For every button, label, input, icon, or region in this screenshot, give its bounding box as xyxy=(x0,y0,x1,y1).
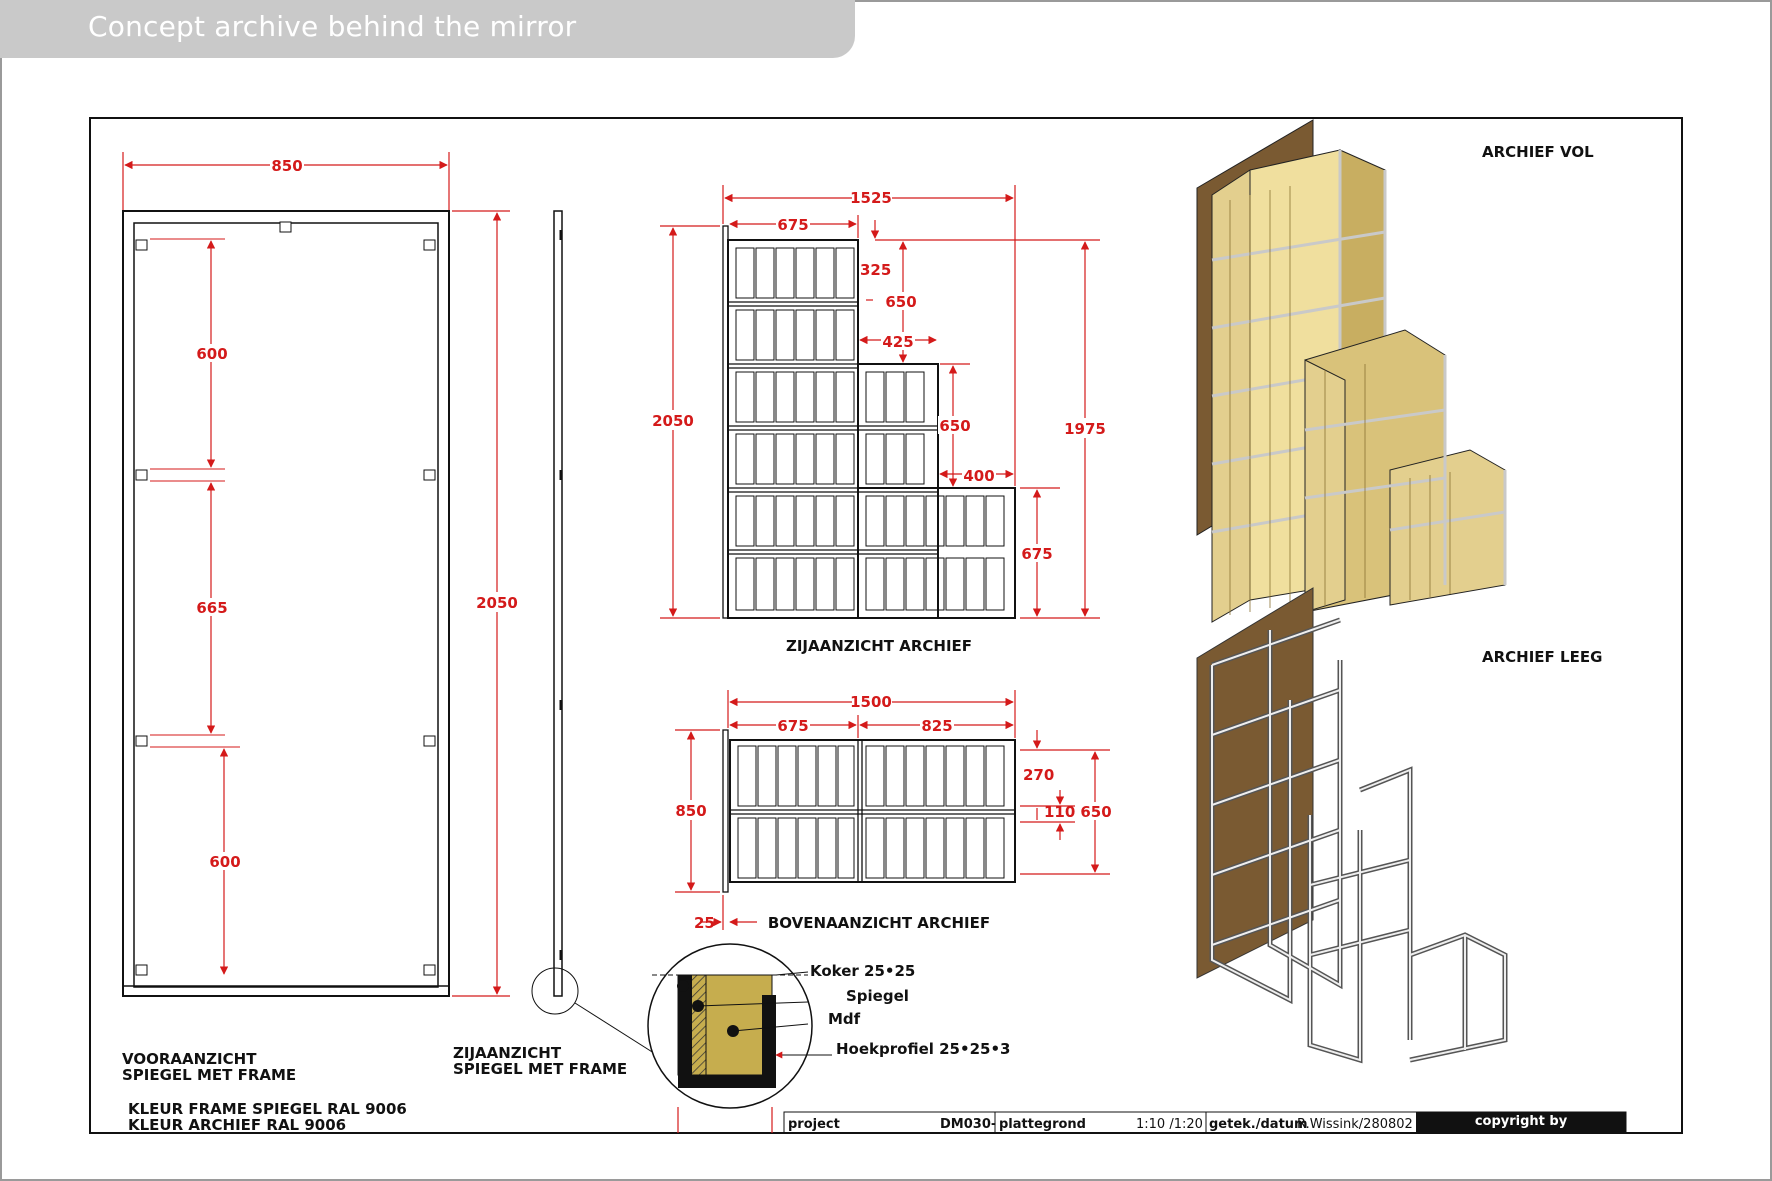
mirror-side-label-2: SPIEGEL MET FRAME xyxy=(453,1060,627,1078)
dim-archive-425: 425 xyxy=(882,333,913,351)
header-tab: Concept archive behind the mirror xyxy=(0,0,855,58)
dim-archive-col-width: 675 xyxy=(777,216,808,234)
color-note-1: KLEUR FRAME SPIEGEL RAL 9006 xyxy=(128,1100,407,1118)
front-view-label-2: SPIEGEL MET FRAME xyxy=(122,1066,296,1084)
front-view-label-1: VOORAANZICHT xyxy=(122,1050,257,1068)
archive-top-label: BOVENAANZICHT ARCHIEF xyxy=(768,914,990,932)
dim-front-seg-mid: 665 xyxy=(196,599,227,617)
detail-koker-label: Koker 25•25 xyxy=(810,962,915,980)
dim-top-total: 1500 xyxy=(850,693,892,711)
dim-front-seg-top: 600 xyxy=(196,345,227,363)
detail-mdf-label: Mdf xyxy=(828,1010,861,1028)
dim-front-height: 2050 xyxy=(476,594,518,612)
iso-empty-label: ARCHIEF LEEG xyxy=(1482,648,1602,666)
tb-copyright: copyright by xyxy=(1475,1114,1568,1129)
dim-top-right: 825 xyxy=(921,717,952,735)
color-note-2: KLEUR ARCHIEF RAL 9006 xyxy=(128,1116,346,1134)
dim-top-left: 675 xyxy=(777,717,808,735)
detail-hoekprofiel-label: Hoekprofiel 25•25•3 xyxy=(836,1040,1010,1058)
dim-archive-650a: 650 xyxy=(885,293,916,311)
detail-spiegel-label: Spiegel xyxy=(846,987,909,1005)
dim-front-width: 850 xyxy=(271,157,302,175)
dim-front-seg-bottom: 600 xyxy=(209,853,240,871)
tb-drawn-label: getek./datum xyxy=(1209,1117,1308,1132)
dim-archive-650b: 650 xyxy=(939,417,970,435)
dim-archive-400: 400 xyxy=(963,467,994,485)
front-view: 850 2050 600 665 600 xyxy=(122,152,518,997)
tb-scale: 1:10 /1:20 xyxy=(1136,1117,1203,1132)
iso-full-label: ARCHIEF VOL xyxy=(1482,143,1594,161)
dim-top-650: 650 xyxy=(1080,803,1111,821)
mirror-side-view xyxy=(531,210,669,1063)
dim-top-25: 25 xyxy=(694,914,715,932)
tb-drawing: plattegrond xyxy=(999,1117,1086,1132)
page-title: Concept archive behind the mirror xyxy=(88,10,577,43)
dim-archive-height-right: 1975 xyxy=(1064,420,1106,438)
archive-side-label: ZIJAANZICHT ARCHIEF xyxy=(786,637,972,655)
archive-side-view xyxy=(722,225,1016,619)
tb-project: project xyxy=(788,1117,840,1132)
dim-top-270: 270 xyxy=(1023,766,1054,784)
dim-archive-675: 675 xyxy=(1021,545,1052,563)
mirror-side-label-1: ZIJAANZICHT xyxy=(453,1044,562,1062)
tb-drawn-value: R.Wissink/280802 xyxy=(1297,1117,1413,1132)
iso-archive-empty xyxy=(1196,587,1508,1064)
archive-top-view xyxy=(722,729,1016,893)
dim-top-depth: 850 xyxy=(675,802,706,820)
dim-archive-total-width: 1525 xyxy=(850,189,892,207)
dim-archive-325: 325 xyxy=(860,261,891,279)
iso-archive-full xyxy=(1196,119,1507,623)
detail-section xyxy=(647,943,832,1133)
dim-top-110: 110 xyxy=(1044,803,1075,821)
tb-code: DM030- xyxy=(940,1117,996,1132)
dim-archive-height: 2050 xyxy=(652,412,694,430)
title-block: project DM030- plattegrond 1:10 /1:20 ge… xyxy=(783,1111,1627,1134)
